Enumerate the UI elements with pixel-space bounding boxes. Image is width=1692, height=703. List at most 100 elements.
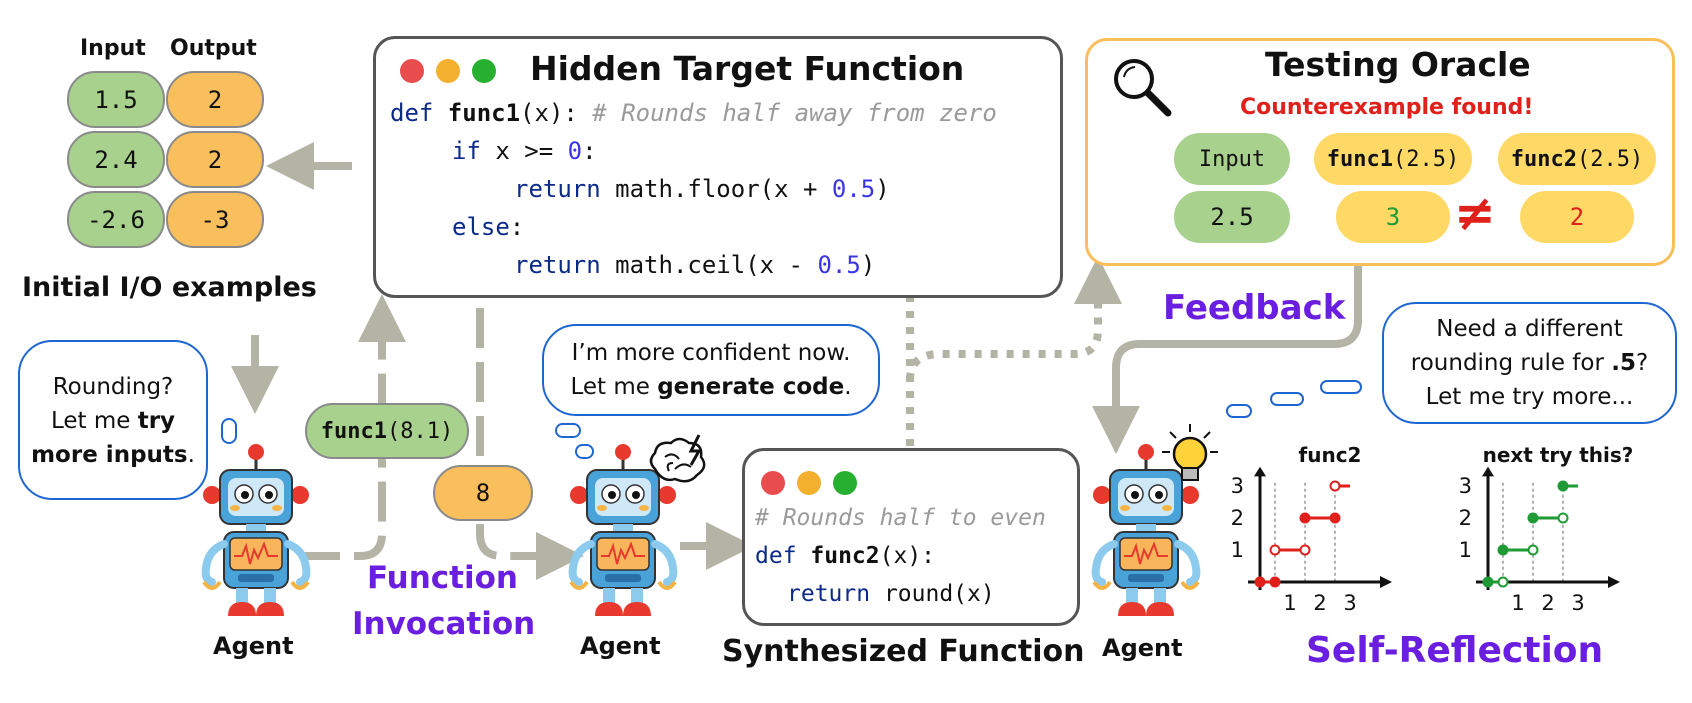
io-input-cell-3: -2.6: [67, 191, 165, 248]
arm: [284, 540, 311, 586]
cheek: [639, 505, 649, 511]
agent3-thought-bubble: Need a different rounding rule for .5? L…: [1382, 302, 1677, 424]
agent3-robot-icon: [1091, 444, 1201, 616]
step-endpoint: [1527, 512, 1539, 524]
leg: [264, 588, 276, 604]
leg: [1154, 588, 1166, 604]
x-tick-label: 2: [1541, 591, 1554, 615]
window-close-dot: [400, 59, 424, 83]
hand: [569, 580, 589, 590]
leg: [1126, 588, 1138, 604]
not-equal-icon: ≠: [1454, 184, 1496, 242]
arm: [568, 540, 595, 586]
window-zoom-dot: [833, 471, 857, 495]
cheek: [597, 505, 607, 511]
hidden-function-title: Hidden Target Function: [530, 49, 965, 88]
cheek: [230, 505, 240, 511]
foot: [623, 602, 651, 616]
synth-code-line-2: def func2(x):: [755, 543, 936, 569]
oracle-input-value: 2.5: [1174, 191, 1290, 243]
pupil: [1131, 491, 1139, 499]
agent1-thought-bubble: Rounding? Let me try more inputs.: [18, 340, 208, 500]
y-axis-arrowhead: [1482, 466, 1494, 477]
step-endpoint: [1497, 576, 1509, 588]
foot: [595, 602, 623, 616]
ear: [1093, 486, 1111, 504]
thought-dot: [555, 423, 581, 438]
step-endpoint: [1557, 480, 1569, 492]
cheek: [272, 505, 282, 511]
invocation-label-line2: Invocation: [352, 606, 536, 642]
agent2-thought-bubble: I’m more confident now. Let me generate …: [542, 324, 880, 416]
arm: [201, 540, 228, 586]
ear: [1181, 486, 1199, 504]
arm: [1174, 540, 1201, 586]
io-input-cell-2: 2.4: [67, 131, 165, 188]
x-tick-label: 2: [1313, 591, 1326, 615]
agent3-label: Agent: [1102, 634, 1183, 662]
y-tick-label: 2: [1459, 506, 1472, 530]
oracle-func1-call: func1(2.5): [1314, 133, 1472, 185]
magnifier-icon: [1114, 59, 1172, 117]
antenna-tip: [1138, 444, 1154, 460]
code-line-1: def func1(x): # Rounds half away from ze…: [390, 99, 997, 127]
step-endpoint: [1497, 544, 1509, 556]
belt: [1128, 574, 1164, 582]
hidden-function-window: Hidden Target Function def func1(x): # R…: [373, 36, 1063, 298]
heartbeat-line: [1124, 541, 1168, 565]
window-minimize-dot: [436, 59, 460, 83]
belt: [238, 574, 274, 582]
code-line-3: return math.floor(x + 0.5): [514, 175, 890, 203]
foot: [256, 602, 284, 616]
io-input-cell-1: 1.5: [67, 71, 165, 128]
agent2-robot-icon: [568, 444, 678, 616]
leg: [603, 588, 615, 604]
belt: [605, 574, 641, 582]
self-reflection-label: Self-Reflection: [1306, 630, 1604, 671]
thought-dot: [1226, 404, 1252, 418]
code-line-5: return math.ceil(x - 0.5): [514, 251, 876, 279]
invocation-call-pill: func1(8.1): [305, 403, 469, 459]
x-tick-label: 1: [1283, 591, 1296, 615]
neck: [613, 524, 633, 532]
heartbeat-line: [234, 541, 278, 565]
synth-caption: Synthesized Function: [722, 634, 1085, 669]
y-tick-label: 2: [1231, 506, 1244, 530]
foot: [1118, 602, 1146, 616]
heartbeat-line: [601, 541, 645, 565]
lightbulb-icon: [1162, 424, 1218, 481]
pupil: [241, 491, 249, 499]
code-line-4: else:: [452, 213, 525, 241]
step-endpoint: [1254, 576, 1266, 588]
x-tick-label: 1: [1511, 591, 1524, 615]
feedback-label: Feedback: [1163, 288, 1346, 328]
window-close-dot: [761, 471, 785, 495]
window-zoom-dot: [472, 59, 496, 83]
agent1-robot-icon: [201, 444, 311, 616]
arrow-invocation-up: [300, 294, 406, 560]
oracle-input-label: Input: [1174, 133, 1290, 185]
foot: [228, 602, 256, 616]
antenna-tip: [615, 444, 631, 460]
oracle-title: Testing Oracle: [1265, 45, 1531, 84]
invocation-label-line1: Function: [367, 560, 518, 596]
cheek: [1162, 505, 1172, 511]
x-tick-label: 3: [1343, 591, 1356, 615]
step-endpoint: [1269, 576, 1281, 588]
thought-dot: [575, 444, 594, 459]
oracle-func1-value: 3: [1336, 191, 1450, 243]
hand: [1180, 580, 1200, 590]
code-line-2: if x >= 0:: [452, 137, 597, 165]
y-tick-label: 1: [1459, 538, 1472, 562]
step-endpoint: [1482, 576, 1494, 588]
thought-dot: [1270, 392, 1304, 406]
thought-dot: [1320, 380, 1362, 394]
window-minimize-dot: [797, 471, 821, 495]
invocation-result-pill: 8: [433, 465, 533, 521]
y-axis-arrowhead: [1254, 466, 1266, 477]
step-endpoint: [1527, 544, 1539, 556]
oracle-func2-value: 2: [1520, 191, 1634, 243]
step-endpoint: [1269, 544, 1281, 556]
